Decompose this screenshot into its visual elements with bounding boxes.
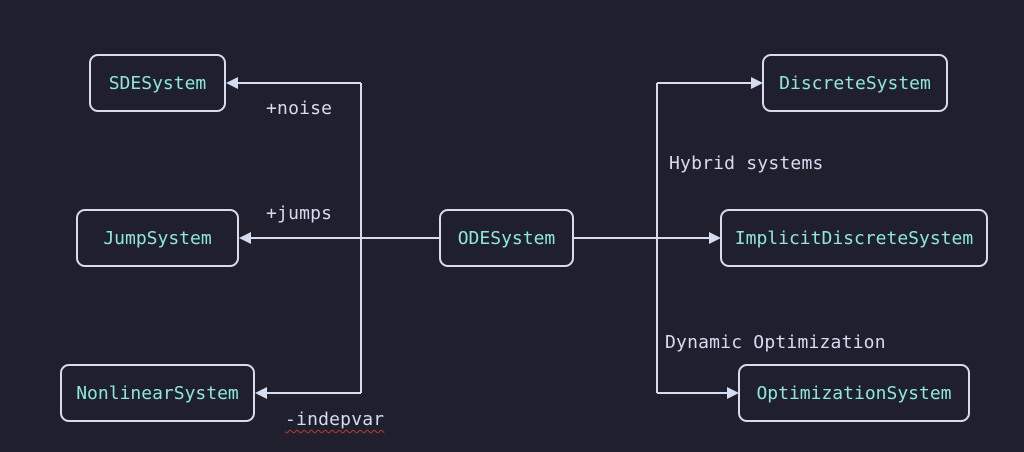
node-optimization-system: OptimizationSystem bbox=[738, 364, 970, 422]
label-dynamic-optimization: Dynamic Optimization bbox=[665, 332, 886, 353]
label-noise: +noise bbox=[266, 98, 333, 119]
node-jump-system: JumpSystem bbox=[76, 209, 239, 267]
node-ode-system: ODESystem bbox=[439, 209, 574, 267]
node-discrete-system: DiscreteSystem bbox=[762, 54, 948, 112]
label-jumps: +jumps bbox=[266, 203, 333, 224]
label-hybrid-systems: Hybrid systems bbox=[669, 153, 824, 174]
label-indepvar: -indepvar bbox=[285, 409, 385, 430]
node-sde-system: SDESystem bbox=[89, 54, 226, 112]
node-nonlinear-system: NonlinearSystem bbox=[60, 364, 255, 422]
node-implicit-discrete-system: ImplicitDiscreteSystem bbox=[720, 209, 988, 267]
